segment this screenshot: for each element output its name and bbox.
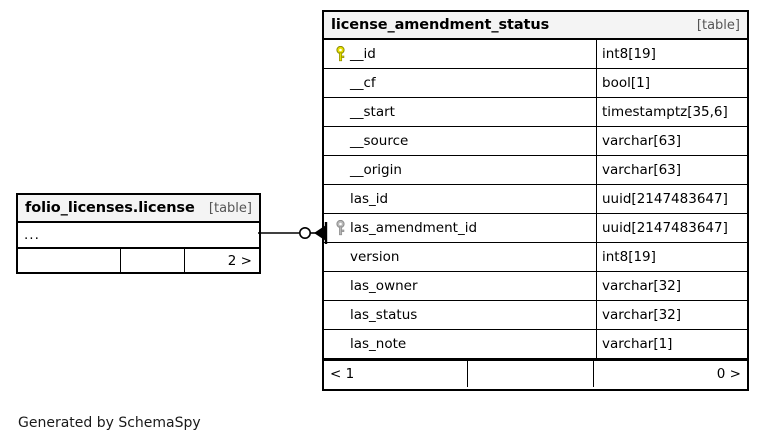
column-name-cell: __id: [324, 40, 596, 68]
table-row[interactable]: __origin varchar[63]: [324, 156, 747, 185]
column-type: uuid[2147483647]: [596, 185, 747, 213]
column-name-cell: las_note: [324, 330, 596, 358]
footer-parent-count[interactable]: [18, 249, 120, 272]
column-name: las_status: [350, 307, 418, 323]
table-row[interactable]: __start timestamptz[35,6]: [324, 98, 747, 127]
column-name: las_amendment_id: [350, 220, 478, 236]
entity-kind-label: [table]: [696, 17, 740, 33]
column-type: bool[1]: [596, 69, 747, 97]
entity-title: folio_licenses.license: [25, 200, 195, 216]
column-name-cell: las_status: [324, 301, 596, 329]
column-type: uuid[2147483647]: [596, 214, 747, 242]
footer-child-count[interactable]: 0 >: [593, 361, 747, 387]
footer-middle: [120, 249, 184, 272]
column-name-cell: __start: [324, 98, 596, 126]
column-name: las_owner: [350, 278, 418, 294]
table-row[interactable]: version int8[19]: [324, 243, 747, 272]
entity-footer: < 1 0 >: [324, 359, 747, 387]
yellow-key-icon: [330, 46, 350, 62]
column-name: __cf: [350, 75, 376, 91]
footer-parent-count[interactable]: < 1: [330, 366, 355, 382]
column-name: version: [350, 249, 400, 265]
column-name-cell: version: [324, 243, 596, 271]
table-row[interactable]: __cf bool[1]: [324, 69, 747, 98]
column-name: __origin: [350, 162, 402, 178]
table-row[interactable]: las_status varchar[32]: [324, 301, 747, 330]
column-name-cell: __origin: [324, 156, 596, 184]
footer-child-count[interactable]: 2 >: [184, 249, 259, 272]
relationship-connector[interactable]: [258, 218, 328, 250]
column-type: timestamptz[35,6]: [596, 98, 747, 126]
entity-table-license-amendment-status[interactable]: license_amendment_status [table] __id in…: [322, 10, 749, 391]
column-type: int8[19]: [596, 40, 747, 68]
column-name-cell: las_id: [324, 185, 596, 213]
table-row[interactable]: __source varchar[63]: [324, 127, 747, 156]
entity-title: license_amendment_status: [331, 17, 550, 33]
column-type: varchar[1]: [596, 330, 747, 358]
column-name: las_note: [350, 336, 407, 352]
entity-header: folio_licenses.license [table]: [18, 195, 259, 223]
table-row[interactable]: las_id uuid[2147483647]: [324, 185, 747, 214]
collapsed-columns-indicator[interactable]: ...: [18, 223, 259, 248]
table-row[interactable]: __id int8[19]: [324, 40, 747, 69]
generated-by-credit: Generated by SchemaSpy: [18, 415, 201, 431]
entity-header: license_amendment_status [table]: [324, 12, 747, 40]
table-row[interactable]: las_note varchar[1]: [324, 330, 747, 359]
column-type: varchar[32]: [596, 272, 747, 300]
column-type: int8[19]: [596, 243, 747, 271]
column-name: __start: [350, 104, 395, 120]
column-name-cell: las_amendment_id: [324, 214, 596, 242]
entity-footer: 2 >: [18, 248, 259, 272]
table-row[interactable]: las_amendment_id uuid[2147483647]: [324, 214, 747, 243]
column-type: varchar[63]: [596, 156, 747, 184]
column-name-cell: __cf: [324, 69, 596, 97]
column-name: __source: [350, 133, 409, 149]
footer-middle: [467, 361, 593, 387]
column-name-cell: las_owner: [324, 272, 596, 300]
entity-table-folio-licenses-license[interactable]: folio_licenses.license [table] ... 2 >: [16, 193, 261, 274]
column-name-cell: __source: [324, 127, 596, 155]
gray-key-icon: [330, 220, 350, 236]
entity-kind-label: [table]: [208, 200, 252, 216]
table-row[interactable]: las_owner varchar[32]: [324, 272, 747, 301]
column-name: las_id: [350, 191, 389, 207]
column-name: __id: [350, 46, 376, 62]
column-type: varchar[63]: [596, 127, 747, 155]
column-type: varchar[32]: [596, 301, 747, 329]
